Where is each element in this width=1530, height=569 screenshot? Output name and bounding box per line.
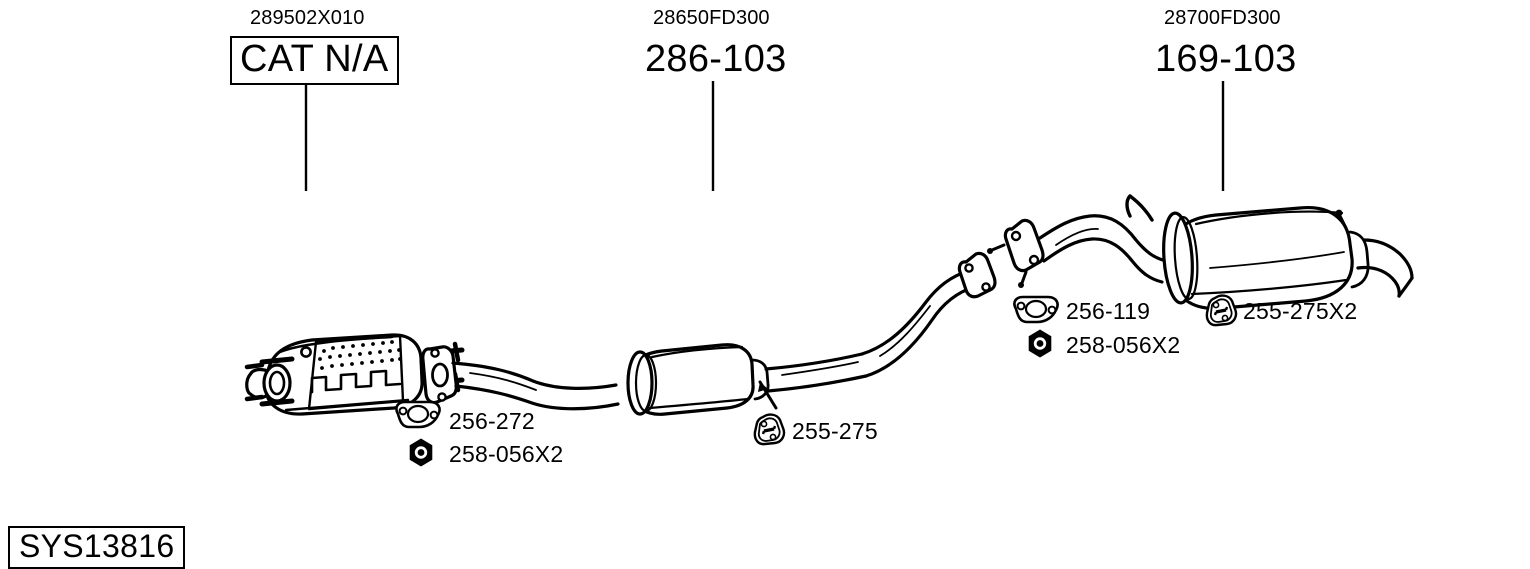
hardware-label-nut-258-056x2-left: 258-056X2 (449, 441, 564, 467)
oval-two-bolt-gasket-icon (1013, 295, 1059, 324)
part-number-rear-muffler: 169-103 (1155, 38, 1297, 80)
hardware-label-hanger-255-275x2: 255-275X2 (1243, 298, 1358, 324)
muffler-hanger-bracket (1125, 194, 1132, 218)
leader-lines (304, 81, 1225, 191)
hex-nut-icon (1028, 329, 1052, 358)
rear-muffler-with-tailpipe-drawing (987, 194, 1414, 310)
part-number-catalytic-converter: CAT N/A (230, 36, 399, 85)
hardware-label-hanger-255-275: 255-275 (792, 418, 878, 444)
hardware-label-gasket-256-119: 256-119 (1066, 298, 1151, 324)
rubber-hanger-icon (753, 413, 786, 446)
oem-code-rear-muffler: 28700FD300 (1164, 7, 1281, 29)
rubber-hanger-icon (1205, 294, 1238, 327)
oval-two-bolt-gasket-icon (395, 400, 441, 429)
oem-code-catalytic-converter: 289502X010 (250, 7, 365, 29)
oem-code-center-pipe: 28650FD300 (653, 7, 770, 29)
hardware-label-nut-258-056x2-right: 258-056X2 (1066, 332, 1181, 358)
catalytic-converter-drawing (244, 333, 465, 416)
hardware-label-gasket-256-272: 256-272 (449, 408, 535, 434)
center-pipe-inlet-bore (431, 362, 449, 388)
hex-nut-icon (409, 438, 433, 467)
system-code-box: SYS13816 (8, 526, 186, 569)
center-pipe-with-resonator-drawing (421, 251, 997, 416)
part-number-center-pipe: 286-103 (645, 38, 787, 80)
